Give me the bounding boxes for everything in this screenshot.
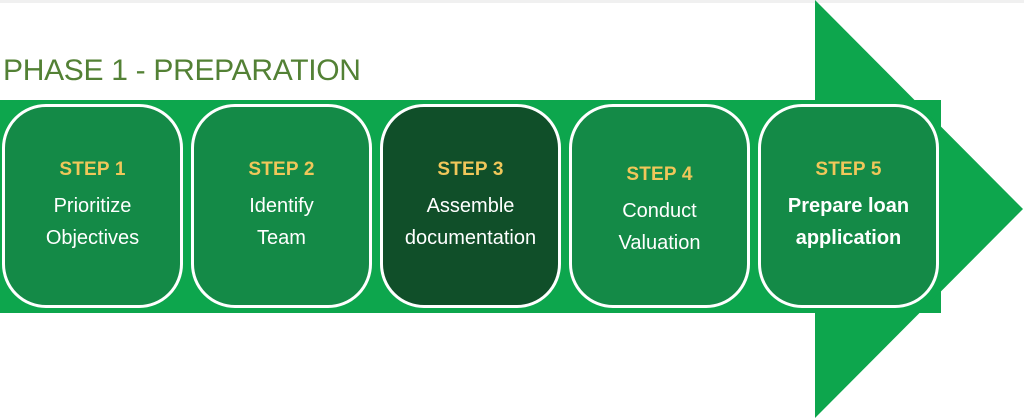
step-description-line: Prioritize xyxy=(53,194,132,217)
step-label: STEP 2 xyxy=(248,158,315,180)
step-description: Prepare loan application xyxy=(788,190,909,254)
step-label: STEP 3 xyxy=(437,158,504,180)
step-card: STEP 5 Prepare loan application xyxy=(758,104,939,308)
top-divider xyxy=(0,0,1024,3)
step-description-line: application xyxy=(795,226,902,249)
step-card: STEP 3 Assemble documentation xyxy=(380,104,561,308)
step-label: STEP 1 xyxy=(59,158,126,180)
step-description: Assemble documentation xyxy=(405,190,536,254)
step-description-line: Team xyxy=(257,226,306,249)
phase-title: PHASE 1 - PREPARATION xyxy=(3,54,361,87)
step-description-line: Prepare loan xyxy=(787,194,910,217)
step-label: STEP 4 xyxy=(626,163,693,185)
step-label: STEP 5 xyxy=(815,158,882,180)
step-description-line: Identify xyxy=(249,194,314,217)
step-description-line: Valuation xyxy=(618,231,701,254)
step-description-line: Assemble xyxy=(426,194,515,217)
step-description-line: documentation xyxy=(404,226,537,249)
step-description-line: Conduct xyxy=(622,199,697,222)
step-description-line: Objectives xyxy=(45,226,140,249)
